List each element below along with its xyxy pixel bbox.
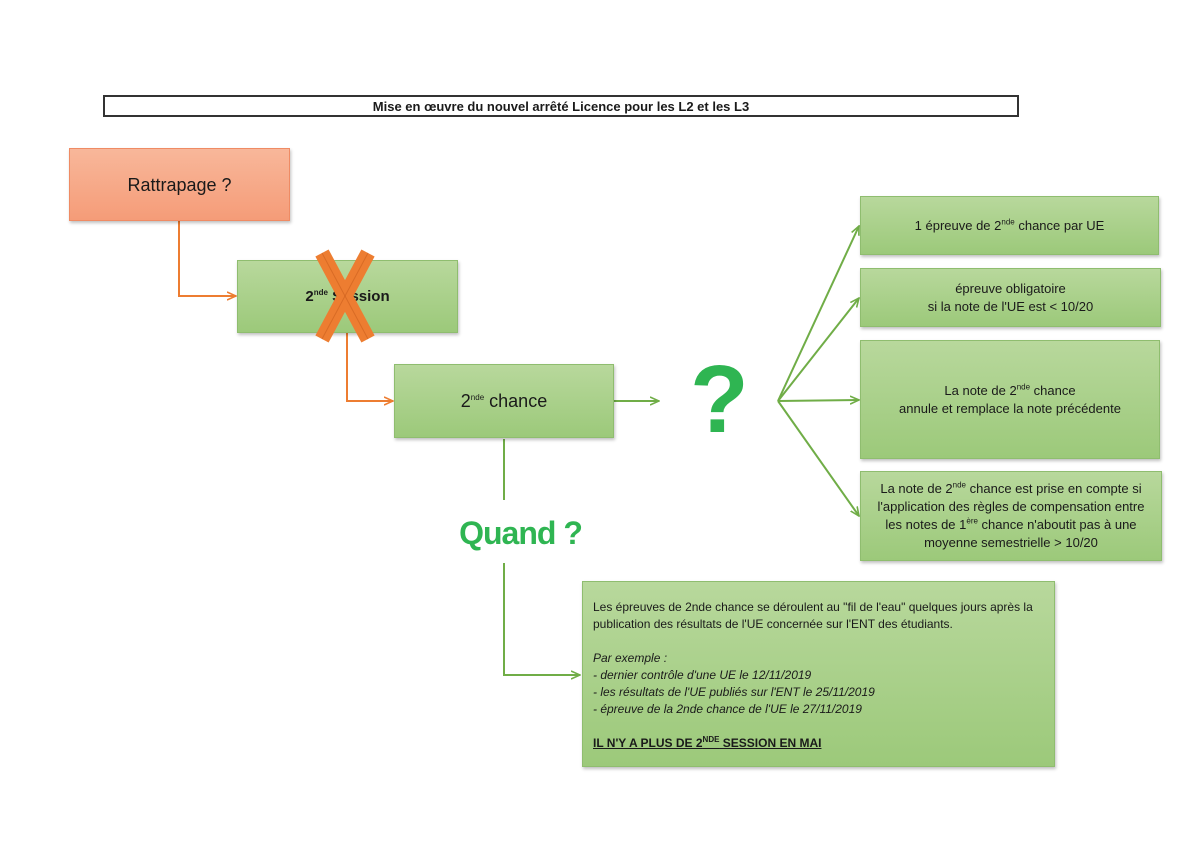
page-title: Mise en œuvre du nouvel arrêté Licence p… xyxy=(103,95,1019,117)
quand-label: Quand ? xyxy=(459,514,583,551)
example-item: - les résultats de l'UE publiés sur l'EN… xyxy=(593,685,875,699)
rattrapage-box: Rattrapage ? xyxy=(69,148,290,221)
example-item: - dernier contrôle d'une UE le 12/11/201… xyxy=(593,668,812,682)
rule-box-3-text: La note de 2nde chance annule et remplac… xyxy=(899,382,1121,416)
rule-box-3: La note de 2nde chance annule et remplac… xyxy=(860,340,1160,459)
info-paragraph: Les épreuves de 2nde chance se déroulent… xyxy=(593,600,1033,631)
example-title: Par exemple : xyxy=(593,651,668,665)
arrow-question-to-box3 xyxy=(777,400,859,401)
rattrapage-label: Rattrapage ? xyxy=(127,174,232,195)
arrow-question-to-box2 xyxy=(777,298,859,402)
example-item: - épreuve de la 2nde chance de l'UE le 2… xyxy=(593,702,862,716)
rule-box-4: La note de 2nde chance est prise en comp… xyxy=(860,471,1162,561)
rule-box-1-text: 1 épreuve de 2nde chance par UE xyxy=(914,217,1105,233)
rule-box-2-text: épreuve obligatoire si la note de l'UE e… xyxy=(927,280,1094,314)
warning-note: IL N'Y A PLUS DE 2NDE SESSION EN MAI xyxy=(593,735,822,751)
arrow-question-to-box1 xyxy=(777,226,860,402)
chance-label: 2nde chance xyxy=(460,391,548,411)
arrow-question-to-box4 xyxy=(777,400,859,516)
arrow-quand-to-info xyxy=(503,563,580,675)
question-mark: ? xyxy=(690,346,749,453)
rule-box-1: 1 épreuve de 2nde chance par UE xyxy=(860,196,1159,255)
chance-box: 2nde chance xyxy=(394,364,614,438)
arrow-session-to-chance xyxy=(346,333,393,401)
cross-out-icon xyxy=(315,249,375,343)
session-box: 2nde Session xyxy=(237,260,458,333)
rule-box-2: épreuve obligatoire si la note de l'UE e… xyxy=(860,268,1161,327)
rule-box-4-text: La note de 2nde chance est prise en comp… xyxy=(877,480,1145,550)
info-box: Les épreuves de 2nde chance se déroulent… xyxy=(582,581,1055,767)
arrow-rattrapage-to-session xyxy=(178,221,236,296)
